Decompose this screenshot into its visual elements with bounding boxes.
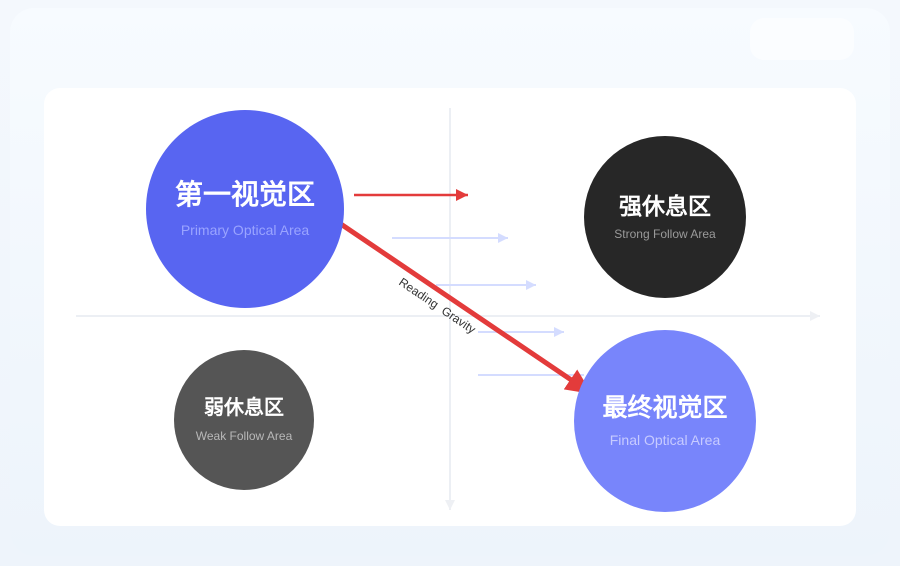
final-optical-area-subtitle: Final Optical Area [609,431,721,448]
strong-follow-area-subtitle: Strong Follow Area [614,227,716,242]
weak-follow-area-subtitle: Weak Follow Area [195,428,293,443]
weak-follow-area-circle: 弱休息区 Weak Follow Area [174,350,314,490]
strong-follow-area-title: 强休息区 [619,192,711,219]
strong-follow-area-circle: 强休息区 Strong Follow Area [584,136,746,298]
final-optical-area-title: 最终视觉区 [602,393,728,422]
primary-optical-area-subtitle: Primary Optical Area [180,222,310,239]
final-optical-area-circle: 最终视觉区 Final Optical Area [574,330,756,512]
top-placeholder-pill [750,18,854,60]
reading-gravity-arrow [323,211,595,397]
diagram-card: Reading Gravity 第一视觉区 Primary Optical Ar… [44,88,856,526]
weak-follow-area-title: 弱休息区 [204,396,284,419]
diagram-canvas: Reading Gravity [76,108,820,510]
primary-optical-area-title: 第一视觉区 [174,179,315,211]
primary-optical-area-circle: 第一视觉区 Primary Optical Area [146,110,344,308]
